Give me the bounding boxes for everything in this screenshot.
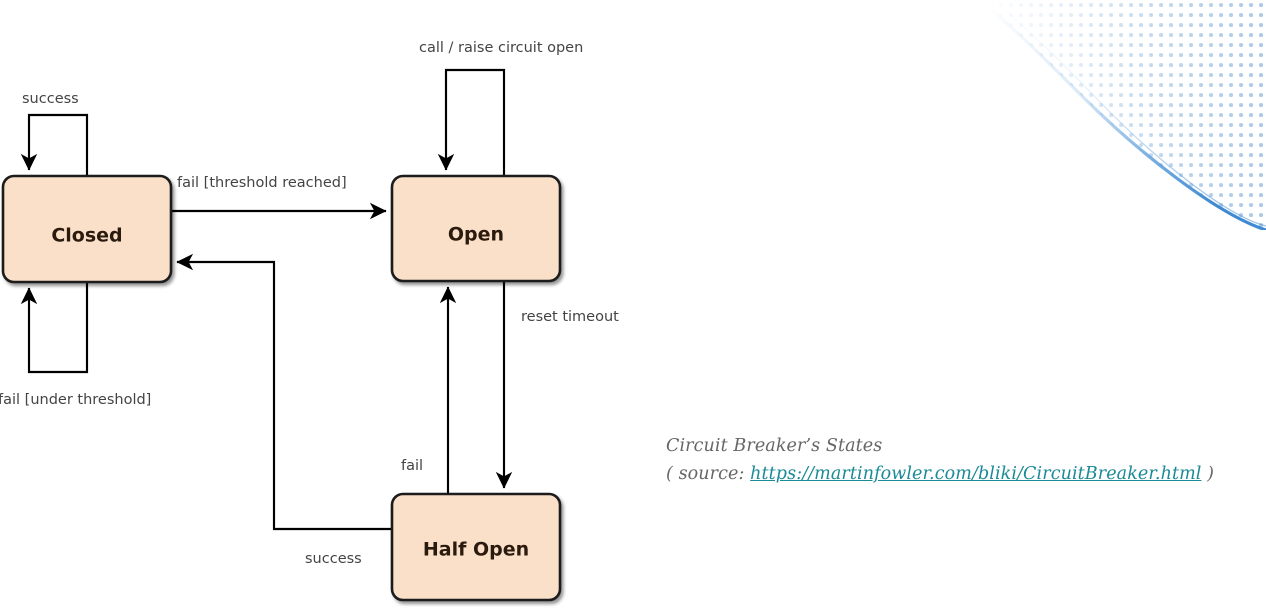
caption-source-line: ( source: https://martinfowler.com/bliki… [666, 460, 1266, 488]
halftone-dot-arc-decoration [986, 0, 1266, 230]
edge-label-closed-to-open: fail [threshold reached] [177, 175, 347, 191]
caption-title: Circuit Breaker’s States [666, 436, 883, 456]
edge-closed-self-success [20, 113, 89, 176]
caption-title-line: Circuit Breaker’s States [666, 432, 1266, 460]
edge-label-closed-self-success: success [22, 91, 79, 107]
edge-halfopen-to-closed [176, 253, 392, 531]
state-label-half-open: Half Open [423, 539, 529, 561]
caption-source-suffix: ) [1201, 464, 1215, 485]
decorative-arc-stroke [986, 4, 1266, 230]
state-label-open: Open [448, 224, 504, 246]
state-node-half-open[interactable]: Half Open [390, 492, 562, 602]
state-box-open[interactable] [390, 174, 562, 283]
edge-closed-self-fail [20, 282, 89, 374]
halftone-dot-field [986, 0, 1266, 230]
state-machine-diagram: Closed Open Half Open success fail [unde… [0, 40, 619, 602]
edge-open-self-call [437, 68, 506, 176]
state-node-closed[interactable]: Closed [1, 174, 173, 284]
edge-label-closed-self-fail: fail [under threshold] [0, 392, 151, 408]
state-nodes: Closed Open Half Open [1, 174, 562, 602]
transition-labels: success fail [under threshold] fail [thr… [0, 40, 619, 567]
state-box-half-open[interactable] [390, 492, 562, 602]
edge-label-open-to-halfopen: reset timeout [521, 309, 619, 325]
figure-caption: Circuit Breaker’s States ( source: https… [666, 432, 1266, 489]
state-label-closed: Closed [51, 225, 122, 247]
decorative-arc-stroke-secondary [991, 0, 1266, 227]
edge-label-halfopen-to-closed: success [305, 551, 362, 567]
edge-label-halfopen-to-open: fail [401, 458, 423, 474]
transition-edges [20, 68, 513, 531]
caption-source-prefix: ( source: [666, 464, 751, 485]
state-node-open[interactable]: Open [390, 174, 562, 283]
state-box-closed[interactable] [1, 174, 173, 284]
edge-label-open-self-call: call / raise circuit open [419, 40, 583, 56]
source-link[interactable]: https://martinfowler.com/bliki/CircuitBr… [750, 464, 1202, 485]
